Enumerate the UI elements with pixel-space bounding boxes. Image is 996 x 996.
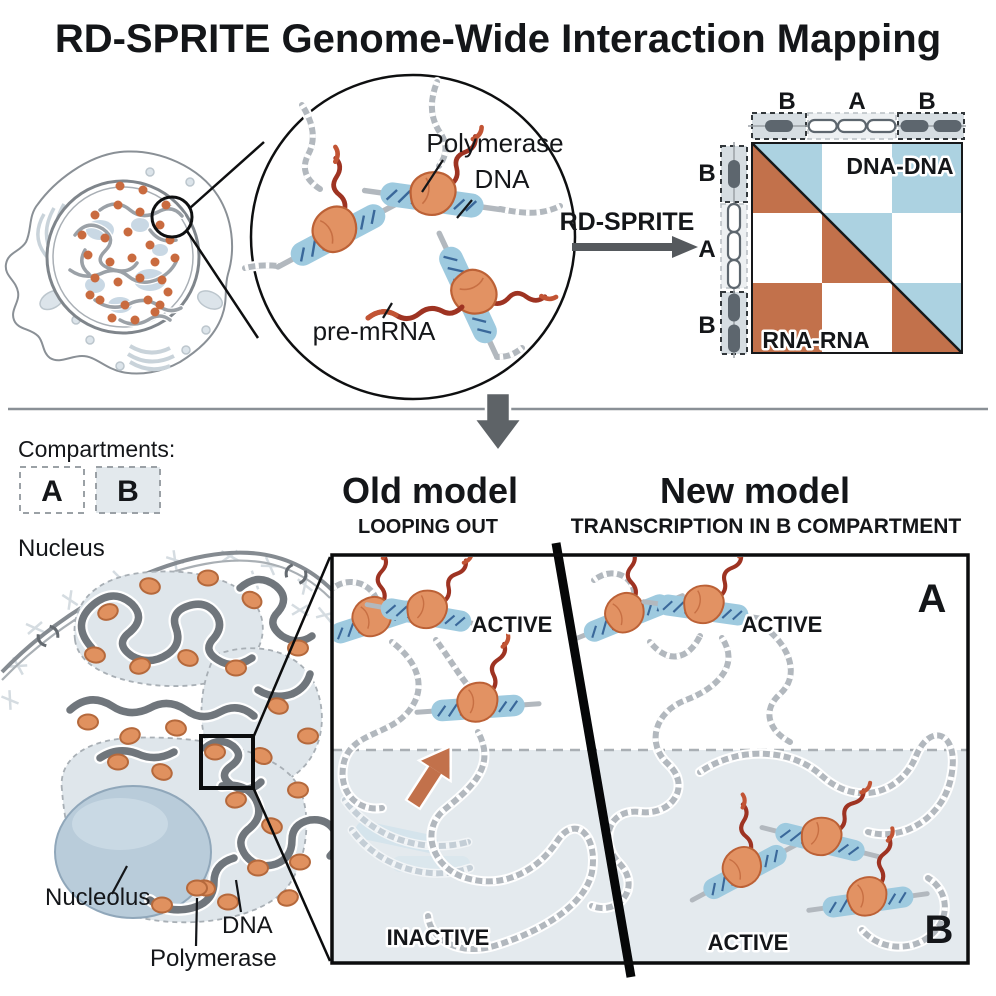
old-inactive-label: INACTIVE [387,925,490,950]
old-active-label: ACTIVE [472,612,553,637]
compartments-legend: Compartments: A B [18,436,175,514]
compartment-b-label: B [925,908,954,952]
matrix-col-label-b1: B [778,88,795,115]
zoom-source-circle [150,195,194,239]
polymerase-pointer-line [194,897,199,947]
polymerase-label: Polymerase [150,945,277,972]
dna-label: DNA [475,164,531,194]
dna-dna-label: DNA-DNA [846,153,953,179]
nucleus-label: Nucleus [18,535,105,562]
legend-b-label: B [117,475,139,508]
dna-pointer-line [234,879,243,913]
old-model-subtitle: LOOPING OUT [358,516,498,538]
new-active-bottom-label: ACTIVE [708,930,789,955]
nucleus-outline [45,179,201,335]
zoom-circle-inset: Polymerase DNA pre-mRNA [240,73,577,401]
matrix-row-label-a: A [698,236,715,263]
dna-strands [240,77,565,362]
model-panels: ACTIVE INACTIVE A B ACTIVE ACTIVE [330,531,970,978]
nuclear-membrane-inner [1,559,331,681]
zoom-connector-bottom [251,786,332,962]
down-arrow [471,391,525,454]
new-model-panel: A B ACTIVE ACTIVE [545,531,958,958]
compartment-a-label: A [918,577,947,621]
method-arrow: RD-SPRITE [560,208,698,258]
new-model-title: New model [660,470,850,511]
right-arrow-head [672,236,698,258]
old-model-title: Old model [342,470,518,511]
matrix-row-label-b2: B [698,312,715,339]
polymerase-pointer-line [421,159,444,193]
nuclear-pore [34,623,62,649]
dna-label: DNA [222,912,273,939]
legend-a-label: A [41,475,63,508]
panel-separator [551,542,636,978]
matrix-col-label-b2: B [918,88,935,115]
matrix-border [751,142,963,354]
dna-pointer-line [456,199,473,219]
pre-mrna-pointer-line [382,302,393,319]
old-model-panel: ACTIVE INACTIVE [334,536,598,955]
cell-illustration [4,141,265,375]
nucleolus-pointer-line [111,865,128,895]
genome-tracks [720,112,966,358]
zoom-source-square [199,734,255,790]
rna-rna-label: RNA-RNA [762,327,869,353]
legend-title: Compartments: [18,436,175,462]
nucleus-figure: Nucleus Nucleolus DNA Polymerase [0,535,344,972]
dna-strands [587,568,958,952]
legend-a-swatch [19,466,85,514]
nucleus-polymerase-dots [77,181,180,325]
zoom-connector-top [189,141,265,209]
polymerase-label: Polymerase [426,128,563,158]
matrix-diagonal [751,142,963,354]
page-title: RD-SPRITE Genome-Wide Interaction Mappin… [55,17,941,61]
looping-out-arrow [404,743,453,811]
rd-sprite-label: RD-SPRITE [560,208,695,236]
matrix-row-label-b1: B [698,160,715,187]
new-model-subtitle: TRANSCRIPTION IN B COMPARTMENT [571,515,962,538]
nucleolus-label: Nucleolus [45,884,150,911]
matrix-col-label-a: A [848,88,865,115]
panel-border [330,553,970,965]
zoom-connector-top [251,556,332,739]
contact-matrix: DNA-DNA RNA-RNA B A B B A B [698,88,966,358]
legend-b-swatch [95,466,161,514]
zoom-connector-bottom [185,230,260,339]
new-active-top-label: ACTIVE [742,612,823,637]
pre-mrna-label: pre-mRNA [313,316,436,346]
